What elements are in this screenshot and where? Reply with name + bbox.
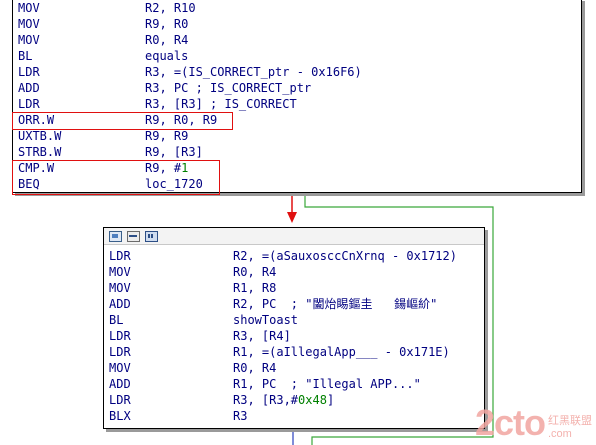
operands: R9, R0 xyxy=(145,17,189,31)
watermark-logo: 2cto 红黑联盟 .com xyxy=(475,405,592,441)
basic-block-bottom[interactable]: LDR R2, =(aSauxosccCnXrnq - 0x1712) MOV R0… xyxy=(103,227,485,429)
mnemonic: MOV xyxy=(109,281,131,295)
operands: R3, [R4] xyxy=(233,329,291,343)
operands-text: R3, [R3,# xyxy=(233,393,299,407)
mnemonic: BLX xyxy=(109,409,131,423)
operands: R1, R8 xyxy=(233,281,277,295)
watermark-line2: .com xyxy=(548,428,572,440)
mnemonic: BEQ xyxy=(18,177,40,191)
operands: equals xyxy=(145,49,189,63)
watermark-side: 红黑联盟 .com xyxy=(548,415,592,441)
operands: R3, =(IS_CORRECT_ptr - 0x16F6) xyxy=(145,65,362,79)
immediate-value: 1 xyxy=(181,161,189,175)
operands: R9, [R3] xyxy=(145,145,203,159)
mnemonic: BL xyxy=(109,313,124,327)
operands: R2, R10 xyxy=(145,1,196,15)
operands: R0, R4 xyxy=(145,33,189,47)
operands: showToast xyxy=(233,313,299,327)
mnemonic: ADD xyxy=(109,377,131,391)
mnemonic: ADD xyxy=(109,297,131,311)
operands: R2, =(aSauxosccCnXrnq - 0x1712) xyxy=(233,249,457,263)
mnemonic: MOV xyxy=(18,33,40,47)
operands: R9, R0, R9 xyxy=(145,113,218,127)
operands: R9, R9 xyxy=(145,129,189,143)
operands: R3 xyxy=(233,409,248,423)
operands-text: ] xyxy=(326,393,335,407)
operands: R2, PC ; "闔炲睗鏂圭 鍚嶇紒" xyxy=(233,297,438,311)
operands: R1, =(aIllegalApp___ - 0x171E) xyxy=(233,345,450,359)
mnemonic: LDR xyxy=(18,65,40,79)
mnemonic: LDR xyxy=(18,97,40,111)
watermark-line1: 红黑联盟 xyxy=(548,415,592,427)
mnemonic: STRB.W xyxy=(18,145,62,159)
view-icon[interactable] xyxy=(145,230,158,242)
mnemonic: ORR.W xyxy=(18,113,55,127)
operands: R3, [R3] ; IS_CORRECT xyxy=(145,97,297,111)
mnemonic: MOV xyxy=(109,265,131,279)
mnemonic: LDR xyxy=(109,249,131,263)
operands-text: R9, # xyxy=(145,161,182,175)
operands: loc_1720 xyxy=(145,177,203,191)
operands: R1, PC ; "Illegal APP..." xyxy=(233,377,421,391)
edge-true-branch xyxy=(304,194,494,433)
operands: R3, PC ; IS_CORRECT_ptr xyxy=(145,81,312,95)
mnemonic: UXTB.W xyxy=(18,129,62,143)
edge-false-arrow xyxy=(287,212,297,223)
operands: R9, #1 xyxy=(145,160,188,176)
mnemonic: MOV xyxy=(18,1,40,15)
mnemonic: MOV xyxy=(18,17,40,31)
mnemonic: LDR xyxy=(109,329,131,343)
operands: R0, R4 xyxy=(233,361,277,375)
immediate-value: 0x48 xyxy=(298,393,327,407)
watermark-logo-text: 2cto xyxy=(474,402,546,443)
mnemonic: MOV xyxy=(109,361,131,375)
block-toolbar xyxy=(104,228,484,245)
operands: R3, [R3,#0x48] xyxy=(233,392,334,408)
graph-icon[interactable] xyxy=(109,230,122,242)
edge-true-branch-lower xyxy=(311,433,494,445)
mnemonic: ADD xyxy=(18,81,40,95)
edit-icon[interactable] xyxy=(127,230,140,242)
operands: R0, R4 xyxy=(233,265,277,279)
mnemonic: BL xyxy=(18,49,33,63)
mnemonic: LDR xyxy=(109,393,131,407)
mnemonic: LDR xyxy=(109,345,131,359)
mnemonic: CMP.W xyxy=(18,161,55,175)
